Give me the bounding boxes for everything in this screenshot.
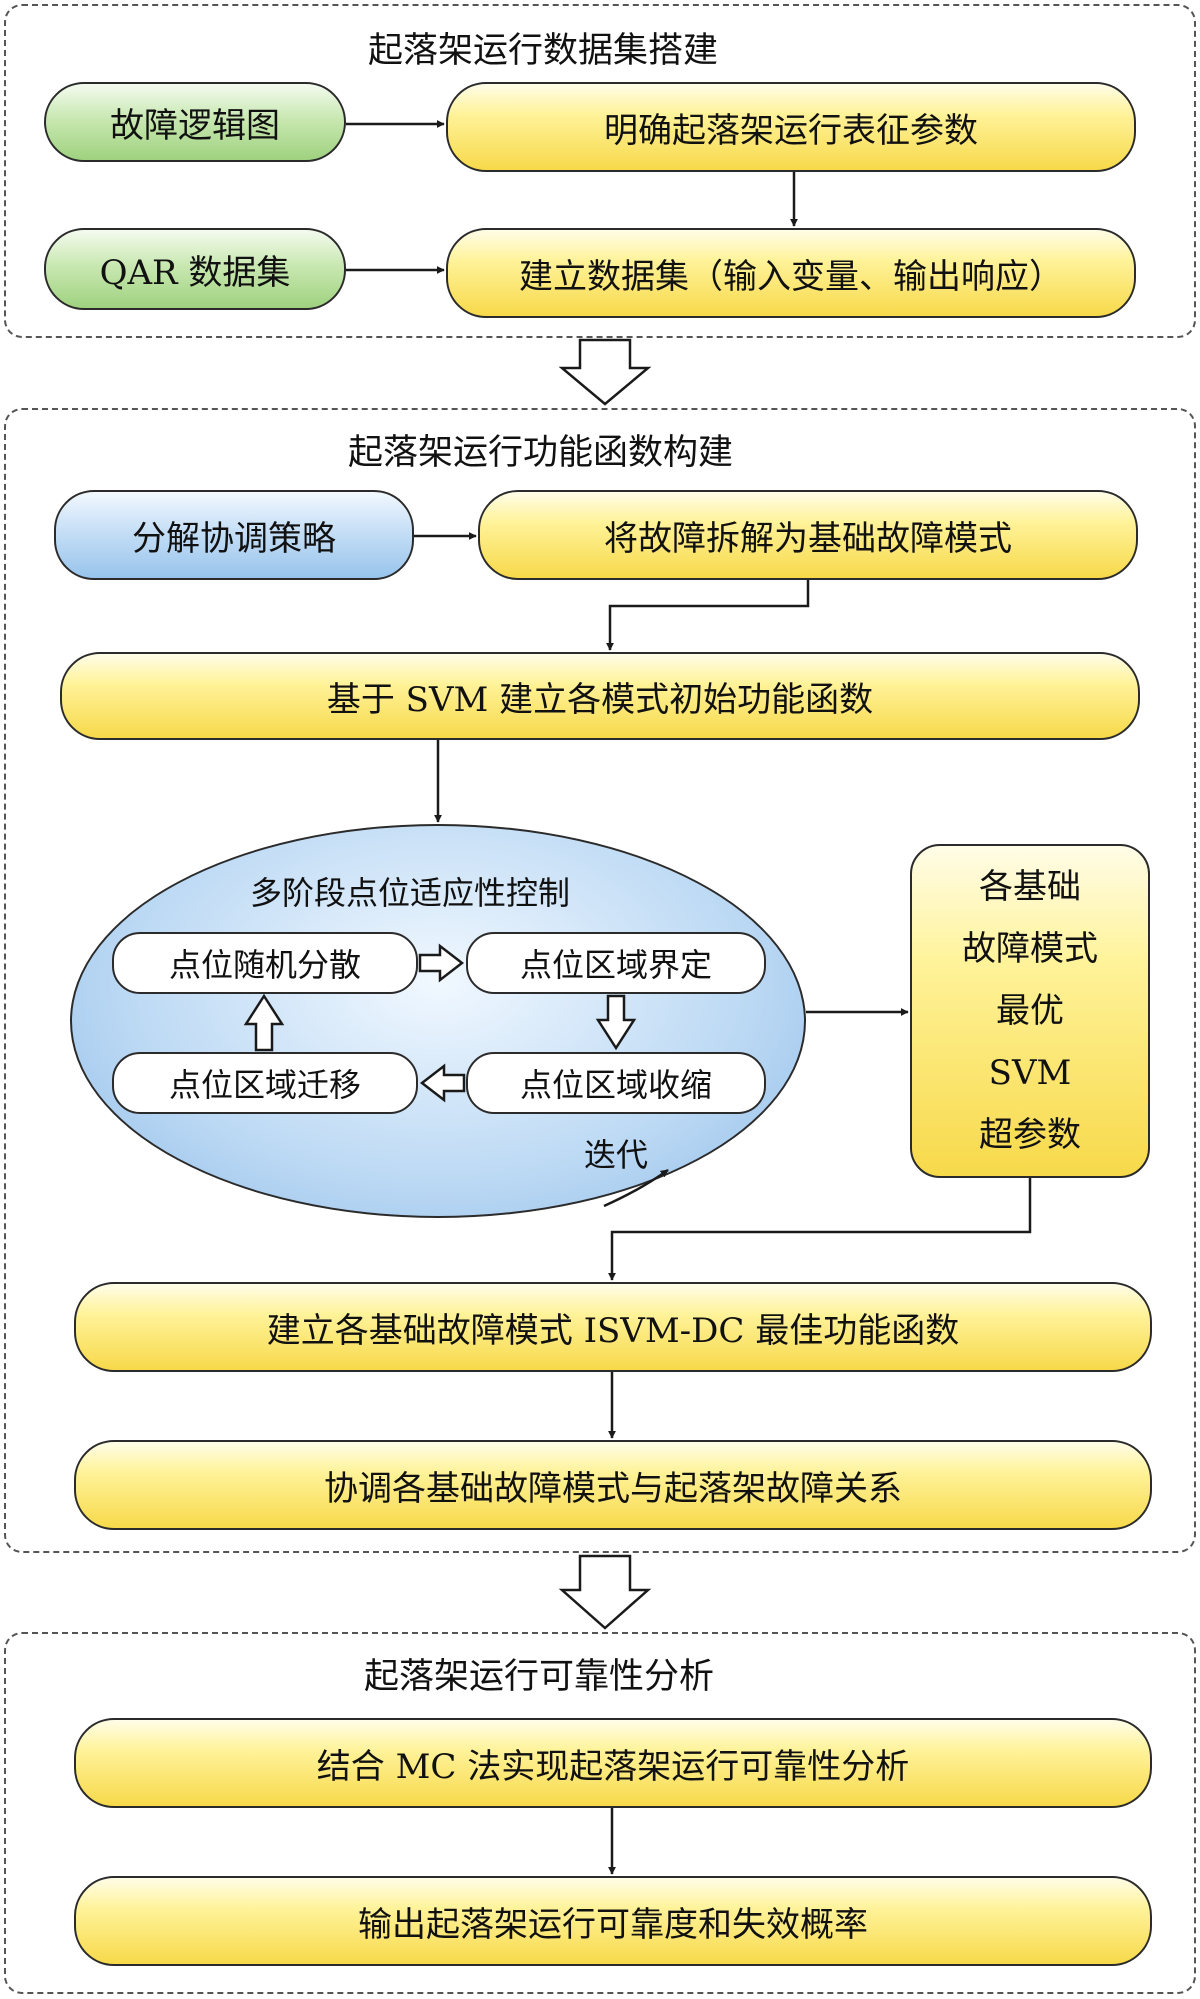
hollow-arrow-up — [243, 993, 285, 1052]
control-ellipse — [70, 824, 806, 1218]
output-node: 输出起落架运行可靠度和失效概率 — [74, 1876, 1152, 1966]
section-function — [4, 408, 1196, 1553]
mc-analysis-node: 结合 MC 法实现起落架运行可靠性分析 — [74, 1718, 1152, 1808]
section-arrow-1 — [558, 338, 652, 406]
random-disperse-node: 点位随机分散 — [112, 932, 418, 994]
hollow-arrow-down — [595, 994, 637, 1051]
define-params-node: 明确起落架运行表征参数 — [446, 82, 1136, 172]
svm-initial-node: 基于 SVM 建立各模式初始功能函数 — [60, 652, 1140, 740]
arrow-optimal-to-isvm — [608, 1178, 1032, 1281]
section-dataset — [4, 4, 1196, 338]
optimal-line-2: 故障模式 — [962, 929, 1098, 969]
section-arrow-2 — [558, 1554, 652, 1630]
strategy-node: 分解协调策略 — [54, 490, 414, 580]
optimal-line-4: SVM — [988, 1053, 1072, 1093]
region-define-node: 点位区域界定 — [466, 932, 766, 994]
qar-dataset-node: QAR 数据集 — [44, 228, 346, 310]
optimal-line-5: 超参数 — [979, 1115, 1081, 1155]
hollow-arrow-right — [418, 943, 465, 983]
control-title: 多阶段点位适应性控制 — [250, 874, 571, 912]
coordinate-node: 协调各基础故障模式与起落架故障关系 — [74, 1440, 1152, 1530]
region-shrink-node: 点位区域收缩 — [466, 1052, 766, 1114]
section-dataset-title: 起落架运行数据集搭建 — [368, 31, 719, 71]
build-dataset-node: 建立数据集（输入变量、输出响应） — [446, 228, 1136, 318]
section-reliability-title: 起落架运行可靠性分析 — [364, 1657, 715, 1697]
optimal-params-node: 各基础 故障模式 最优 SVM 超参数 — [910, 844, 1150, 1178]
hollow-arrow-left — [419, 1063, 466, 1103]
isvm-best-node: 建立各基础故障模式 ISVM-DC 最佳功能函数 — [74, 1282, 1152, 1372]
iterate-curve — [603, 1168, 669, 1208]
optimal-line-1: 各基础 — [979, 867, 1081, 907]
section-reliability — [4, 1632, 1196, 1994]
section-function-title: 起落架运行功能函数构建 — [348, 433, 734, 473]
arrow-decompose-to-svm — [606, 580, 810, 651]
decompose-node: 将故障拆解为基础故障模式 — [478, 490, 1138, 580]
iterate-label: 迭代 — [584, 1136, 649, 1174]
fault-logic-node: 故障逻辑图 — [44, 82, 346, 162]
region-migrate-node: 点位区域迁移 — [112, 1052, 418, 1114]
optimal-line-3: 最优 — [996, 991, 1064, 1031]
